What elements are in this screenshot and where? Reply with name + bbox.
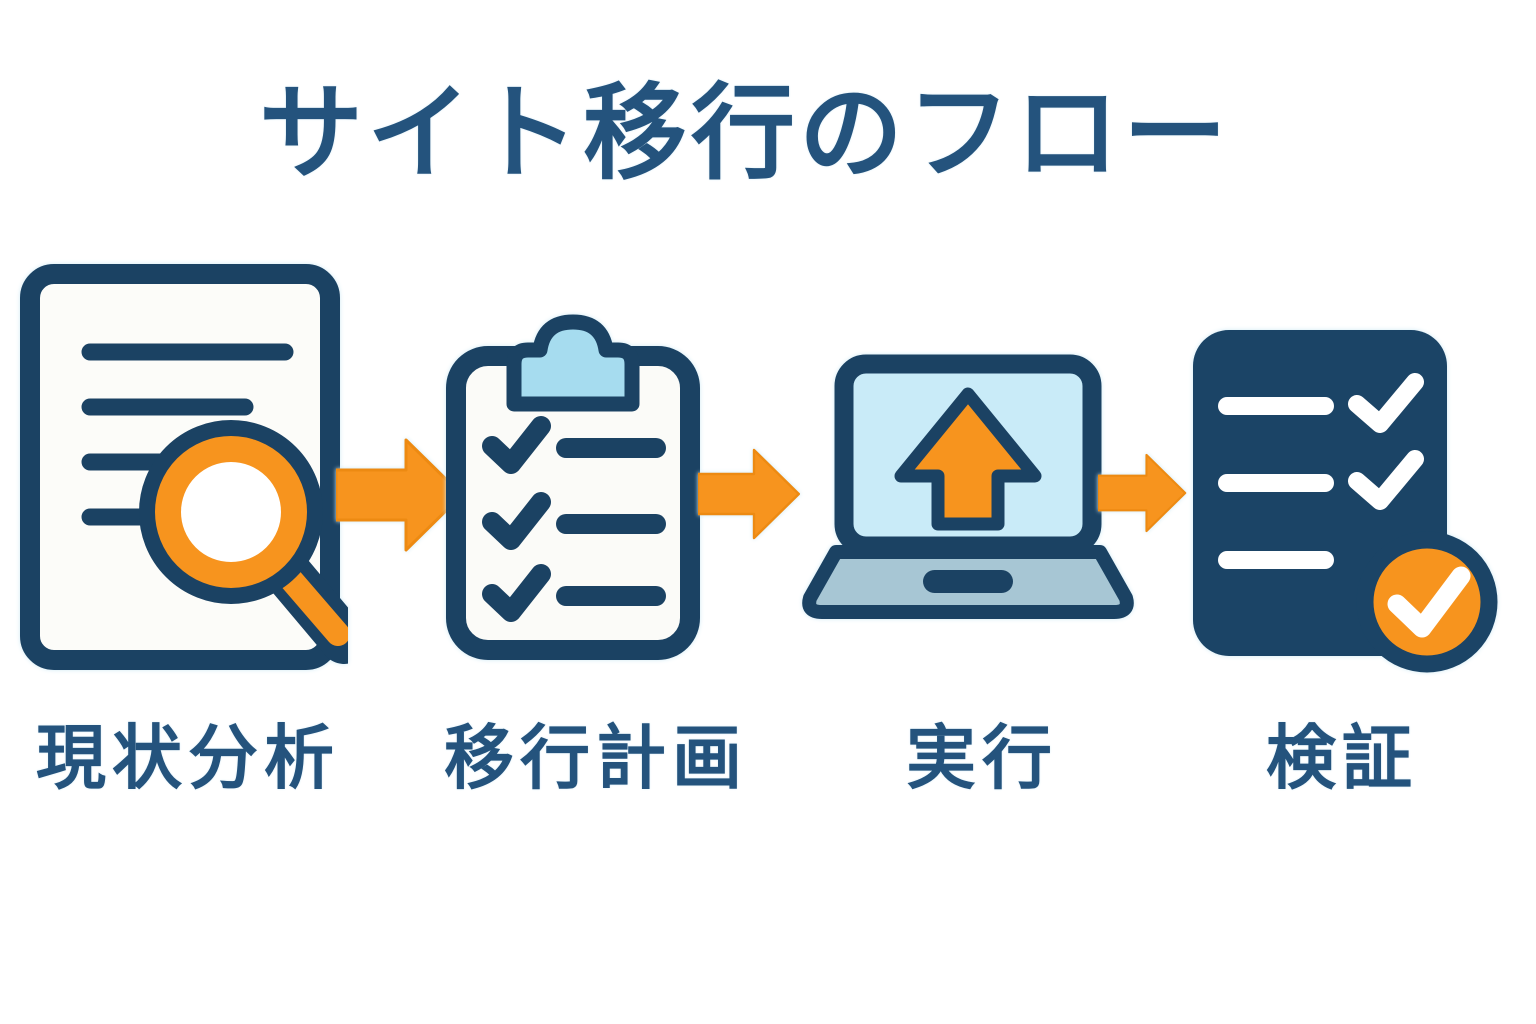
page-title: サイト移行のフロー: [258, 76, 1231, 192]
arrow-right-icon: [698, 438, 802, 550]
document-magnifier-icon: [18, 262, 348, 674]
clipboard-checklist-icon: [444, 308, 702, 662]
laptop-upload-icon: [800, 352, 1136, 624]
step-label-verify: 検証: [1266, 719, 1418, 797]
arrow-right-icon: [1098, 438, 1188, 548]
verified-checklist-icon: [1185, 322, 1507, 694]
step-label-plan: 移行計画: [444, 719, 748, 797]
step-label-analysis: 現状分析: [36, 719, 340, 797]
arrow-right-icon: [336, 430, 466, 560]
step-label-execute: 実行: [906, 719, 1058, 797]
